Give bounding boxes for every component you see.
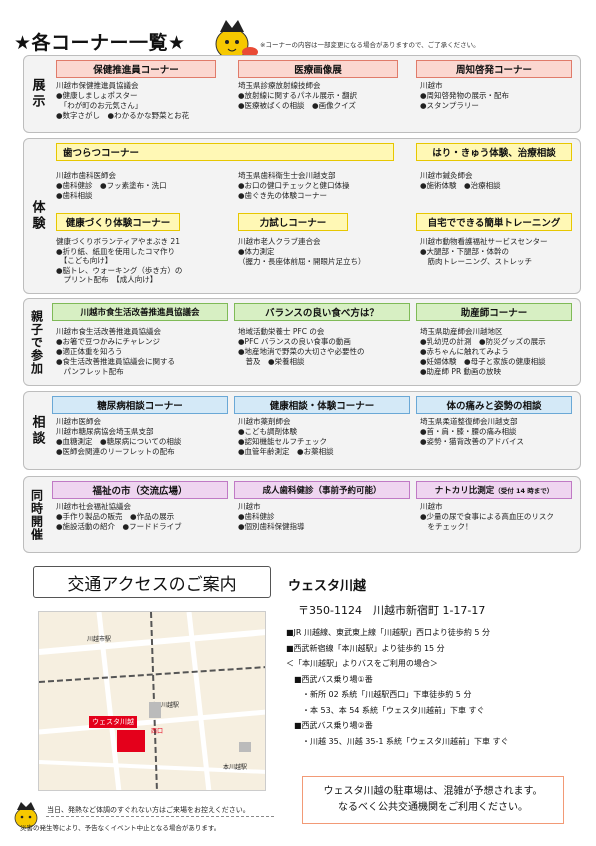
section-label: 相談 xyxy=(29,414,45,447)
card-body: 川越市社会福祉協議会 ●手作り製品の販売 ●作品の展示 ●施設活動の紹介 ●フー… xyxy=(56,502,182,531)
card-title: 糖尿病相談コーナー xyxy=(52,396,228,414)
card-acupuncture: はり・きゅう体験、治療相談 川越市鍼灸師会 ●施術体験 ●治療相談 xyxy=(416,143,576,213)
card-health-promoter: 保健推進員コーナー 川越市保健推進員協議会 ●健康しましょポスター 「わが町のお… xyxy=(52,60,232,130)
card-title: バランスの良い食べ方は？ xyxy=(234,303,410,321)
card-title: 健康づくり体験コーナー xyxy=(56,213,180,231)
card-body: 川越市薬剤師会 ●こども調剤体験 ●認知機能セルフチェック ●血管年齢測定 ●お… xyxy=(238,417,334,456)
card-title: 体の痛みと姿勢の相談 xyxy=(416,396,572,414)
card-title: 周知啓発コーナー xyxy=(416,60,572,78)
page-title: ★各コーナー一覧★ xyxy=(14,32,186,54)
card-diabetes: 糖尿病相談コーナー 川越市医師会 川越市糖尿病協会埼玉県支部 ●血糖測定 ●糖尿… xyxy=(52,396,232,468)
card-body: 川越市 ●歯科健診 ●個別歯科保健指導 xyxy=(238,502,305,531)
section-label: 同時開催 xyxy=(29,488,44,541)
card-body: 埼玉県歯科衛生士会川越支部 ●お口の健口チェックと健口体操 ●歯ぐき先の体験コー… xyxy=(238,171,350,200)
card-medical-imaging: 医療画像展 埼玉県診療放射線技師会 ●放射線に関するパネル展示・翻訳 ●医療被ば… xyxy=(234,60,414,130)
card-body: 川越市動物看護福祉サービスセンター ●大腿部・下腿部・体幹の 筋肉トレーニング、… xyxy=(420,237,548,266)
card-body: 埼玉県診療放射線技師会 ●放射線に関するパネル展示・翻訳 ●医療被ばくの相談 ●… xyxy=(238,81,358,110)
card-diet-promotion: 川越市食生活改善推進員協議会 川越市食生活改善推進員協議会 ●お箸で豆つかみにチ… xyxy=(52,303,232,385)
card-awareness: 周知啓発コーナー 川越市 ●周知啓発物の展示・配布 ●スタンプラリー xyxy=(416,60,576,130)
parking-notice: ウェスタ川越の駐車場は、混雑が予想されます。 なるべく公共交通機関をご利用くださ… xyxy=(302,776,564,824)
section-simultaneous: 同時開催 福祉の市（交流広場） 川越市社会福祉協議会 ●手作り製品の販売 ●作品… xyxy=(23,476,581,553)
card-title: 力試しコーナー xyxy=(238,213,348,231)
card-title: 保健推進員コーナー xyxy=(56,60,216,78)
map-label-honkawagoe: 本川越駅 xyxy=(223,764,248,771)
card-health-experience: 健康づくり体験コーナー 健康づくりボランティアやまぶき 21 ●折り紙、紙皿を使… xyxy=(52,213,232,293)
card-welfare-market: 福祉の市（交流広場） 川越市社会福祉協議会 ●手作り製品の販売 ●作品の展示 ●… xyxy=(52,481,232,551)
card-title: ナトカリ比測定（受付 14 時まで） xyxy=(416,481,572,499)
card-body: 川越市医師会 川越市糖尿病協会埼玉県支部 ●血糖測定 ●糖尿病についての相談 ●… xyxy=(56,417,182,456)
card-dental-hygienist: 埼玉県歯科衛生士会川越支部 ●お口の健口チェックと健口体操 ●歯ぐき先の体験コー… xyxy=(234,143,414,213)
footer-cancel-note: 災害の発生等により、予告なくイベント中止となる場合があります。 xyxy=(20,824,221,832)
card-title: はり・きゅう体験、治療相談 xyxy=(416,143,572,161)
card-home-training: 自宅でできる簡単トレーニング 川越市動物看護福祉サービスセンター ●大腿部・下腿… xyxy=(416,213,576,293)
section-exhibit: 展示 保健推進員コーナー 川越市保健推進員協議会 ●健康しましょポスター 「わが… xyxy=(23,55,581,133)
card-body: 川越市 ●周知啓発物の展示・配布 ●スタンプラリー xyxy=(420,81,510,110)
access-map: 川越駅 西口 ウェスタ川越 本川越駅 川越市駅 xyxy=(38,611,266,791)
section-parent-child: 親子で参加 川越市食生活改善推進員協議会 川越市食生活改善推進員協議会 ●お箸で… xyxy=(23,298,581,386)
card-body: 川越市鍼灸師会 ●施術体験 ●治療相談 xyxy=(420,171,501,190)
section-label: 体験 xyxy=(29,200,45,232)
card-title: 歯つらつコーナー xyxy=(56,143,394,161)
card-title: 医療画像展 xyxy=(238,60,398,78)
card-title: 成人歯科健診（事前予約可能） xyxy=(234,481,410,499)
card-title: 助産師コーナー xyxy=(416,303,572,321)
card-dental: 歯つらつコーナー 川越市歯科医師会 ●歯科健診 ●フッ素塗布・洗口 ●歯科相談 xyxy=(52,143,412,213)
venue-name: ウェスタ川越 xyxy=(288,579,367,594)
card-body: 川越市歯科医師会 ●歯科健診 ●フッ素塗布・洗口 ●歯科相談 xyxy=(56,171,167,200)
card-body: 埼玉県助産師会川越地区 ●乳幼児の計測 ●防災グッズの展示 ●赤ちゃんに触れてみ… xyxy=(420,327,546,376)
card-adult-dental: 成人歯科健診（事前予約可能） 川越市 ●歯科健診 ●個別歯科保健指導 xyxy=(234,481,414,551)
card-body-pain: 体の痛みと姿勢の相談 埼玉県柔道整復師会川越支部 ●首・肩・膝・腰の痛み相談 ●… xyxy=(416,396,576,468)
card-body: 川越市老人クラブ連合会 ●体力測定 （握力・長座体前屈・開眼片足立ち） xyxy=(238,237,366,266)
footer-divider xyxy=(46,816,274,817)
card-natokari: ナトカリ比測定（受付 14 時まで） 川越市 ●少量の尿で食事による高血圧のリス… xyxy=(416,481,576,551)
map-label-station: 川越駅 xyxy=(161,702,180,709)
footer-health-note: 当日、発熱など体調のすぐれない方はご来場をお控えください。 xyxy=(47,806,250,814)
access-title: 交通アクセスのご案内 xyxy=(33,566,271,598)
card-body: 川越市食生活改善推進員協議会 ●お箸で豆つかみにチャレンジ ●適正体重を知ろう … xyxy=(56,327,176,376)
card-balanced-diet: バランスの良い食べ方は？ 地域活動栄養士 PFC の会 ●PFC バランスの良い… xyxy=(234,303,414,385)
route-list: ■JR 川越線、東武東上線「川越駅」西口より徒歩約 5 分 ■西武新宿線「本川越… xyxy=(286,628,509,746)
card-title: 福祉の市（交流広場） xyxy=(52,481,228,499)
card-body: 健康づくりボランティアやまぶき 21 ●折り紙、紙皿を使用したコマ作り 【こども… xyxy=(56,237,183,285)
map-label-west-exit: 西口 xyxy=(151,728,164,735)
section-label: 展示 xyxy=(29,78,45,110)
page-header: ★各コーナー一覧★ ※コーナーの内容は一部変更になる場合がありますので、ご了承く… xyxy=(14,20,584,60)
card-title: 川越市食生活改善推進員協議会 xyxy=(52,303,228,321)
mascot-icon xyxy=(215,20,258,60)
map-drawing xyxy=(39,612,265,790)
card-body: 川越市保健推進員協議会 ●健康しましょポスター 「わが町のお元気さん」 ●数字さ… xyxy=(56,81,190,120)
card-health-consult: 健康相談・体験コーナー 川越市薬剤師会 ●こども調剤体験 ●認知機能セルフチェッ… xyxy=(234,396,414,468)
card-midwife: 助産師コーナー 埼玉県助産師会川越地区 ●乳幼児の計測 ●防災グッズの展示 ●赤… xyxy=(416,303,576,385)
section-consultation: 相談 糖尿病相談コーナー 川越市医師会 川越市糖尿病協会埼玉県支部 ●血糖測定 … xyxy=(23,391,581,470)
header-note: ※コーナーの内容は一部変更になる場合がありますので、ご了承ください。 xyxy=(260,41,480,49)
mascot-small-icon xyxy=(14,802,38,829)
card-title: 自宅でできる簡単トレーニング xyxy=(416,213,572,231)
venue-address: 〒350-1124 川越市新宿町 1-17-17 xyxy=(298,604,486,617)
card-body: 川越市 ●少量の尿で食事による高血圧のリスク をチェック！ xyxy=(420,502,554,531)
card-strength-test: 力試しコーナー 川越市老人クラブ連合会 ●体力測定 （握力・長座体前屈・開眼片足… xyxy=(234,213,414,293)
map-label-venue: ウェスタ川越 xyxy=(89,716,137,728)
card-title: 健康相談・体験コーナー xyxy=(234,396,410,414)
card-body: 埼玉県柔道整復師会川越支部 ●首・肩・膝・腰の痛み相談 ●姿勢・猫背改善のアドバ… xyxy=(420,417,524,446)
card-body: 地域活動栄養士 PFC の会 ●PFC バランスの良い食事の動画 ●地産地消で野… xyxy=(238,327,365,366)
section-experience: 体験 歯つらつコーナー 川越市歯科医師会 ●歯科健診 ●フッ素塗布・洗口 ●歯科… xyxy=(23,138,581,294)
section-label: 親子で参加 xyxy=(29,309,44,375)
map-label-kawagoeshi: 川越市駅 xyxy=(87,636,112,643)
